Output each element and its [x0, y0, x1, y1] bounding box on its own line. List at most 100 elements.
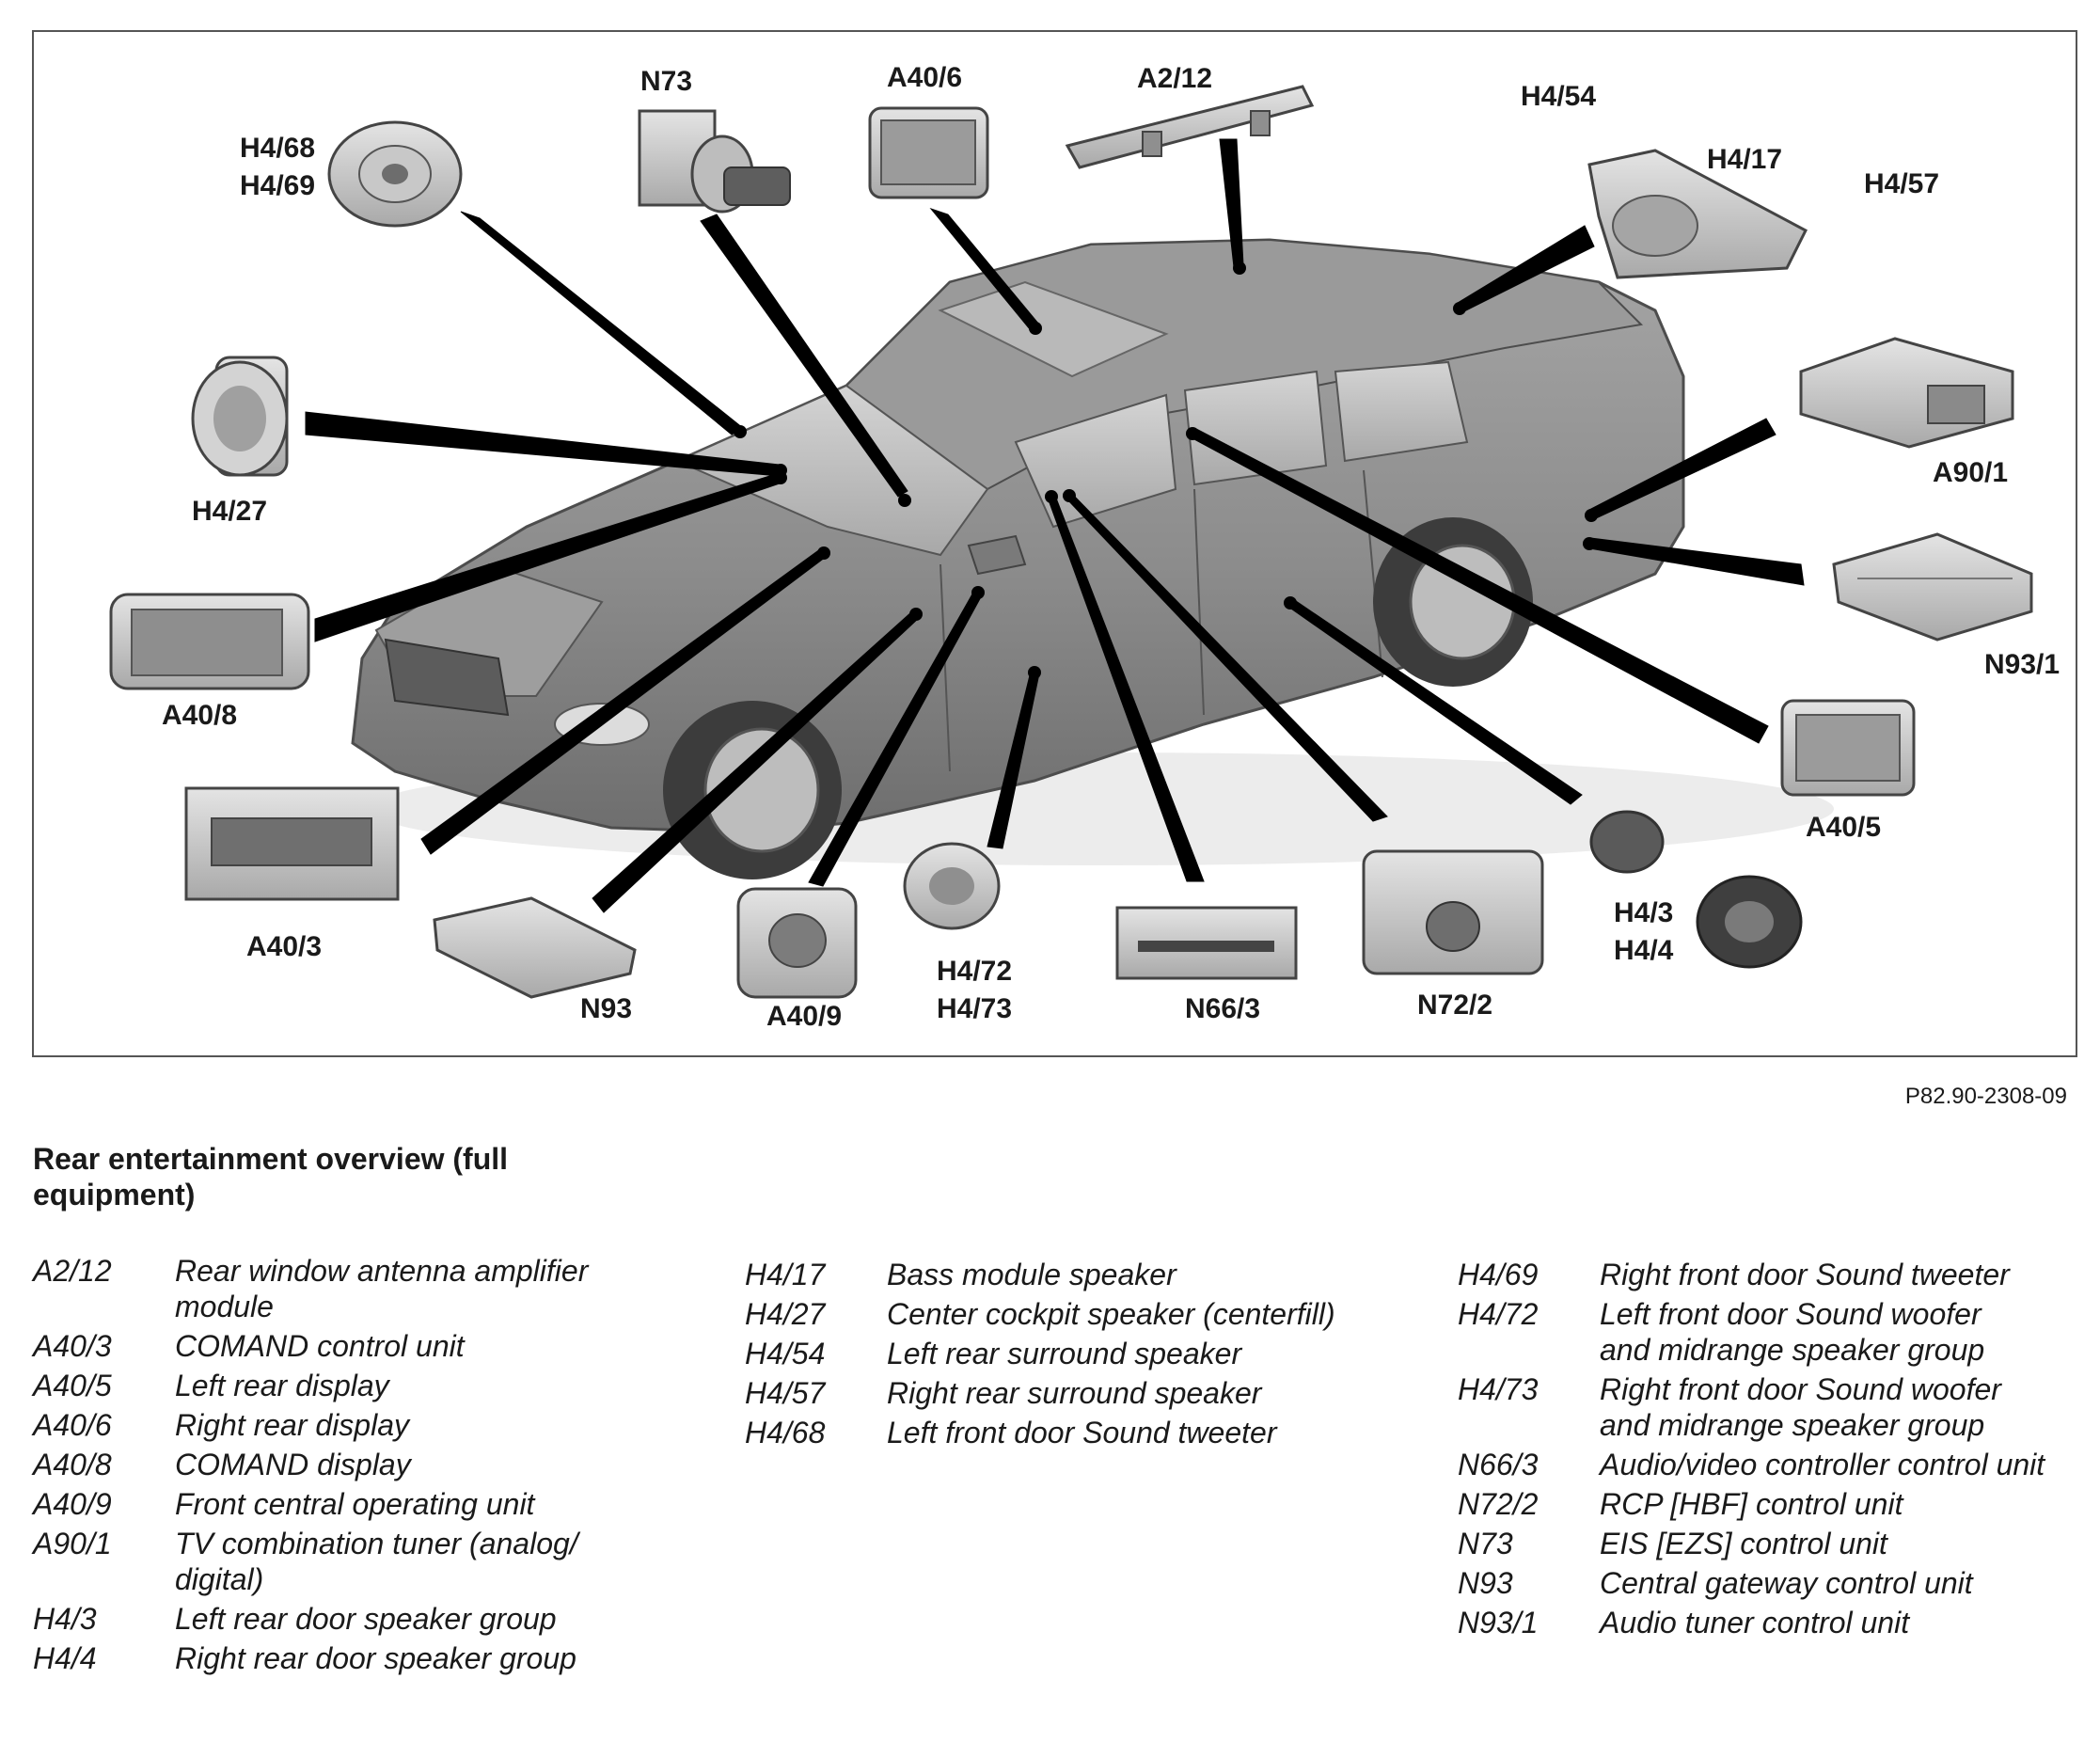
callout-h4-4: H4/4 — [1614, 935, 1674, 966]
legend-code: H4/57 — [745, 1376, 826, 1410]
legend-code: A40/8 — [33, 1448, 112, 1481]
tweeter-h4-68-h4-69-part — [327, 120, 463, 228]
legend-description: Left front door Sound tweeter — [887, 1416, 1277, 1449]
callout-a40-8: A40/8 — [162, 700, 237, 731]
legend-item: N72/2 RCP [HBF] control unit — [1458, 1486, 2069, 1522]
rear-display-a40-5-part — [1780, 699, 1916, 797]
legend-item: A40/3 COMAND control unit — [33, 1328, 691, 1364]
legend-description: Front central operating unit — [175, 1487, 535, 1521]
callout-h4-68: H4/68 — [240, 133, 315, 164]
callout-a40-3: A40/3 — [246, 931, 322, 962]
legend-description: TV combination tuner (analog/ digital) — [175, 1527, 578, 1596]
legend-description: Left rear surround speaker — [887, 1337, 1242, 1370]
legend-item: H4/4 Right rear door speaker group — [33, 1640, 691, 1676]
legend-item: A40/6 Right rear display — [33, 1407, 691, 1443]
legend-item: A40/8 COMAND display — [33, 1447, 691, 1482]
callout-a2-12: A2/12 — [1137, 63, 1212, 94]
bass-module-part — [1587, 149, 1808, 279]
comand-unit-a40-3-part — [184, 786, 400, 901]
legend-code: H4/73 — [1458, 1372, 1539, 1406]
legend-description: Left rear display — [175, 1369, 389, 1402]
legend-code: A40/3 — [33, 1329, 112, 1363]
callout-h4-69: H4/69 — [240, 170, 315, 201]
legend-item: A2/12 Rear window antenna amplifier modul… — [33, 1253, 691, 1324]
gateway-n93-part — [433, 896, 637, 999]
leader-lines — [305, 138, 1805, 913]
legend-description: COMAND control unit — [175, 1329, 465, 1363]
legend-description: Audio tuner control unit — [1600, 1606, 1910, 1639]
legend-description: Right rear display — [175, 1408, 409, 1442]
callout-h4-73: H4/73 — [937, 993, 1012, 1024]
rcp-n72-2-part — [1362, 849, 1544, 975]
callout-a40-9: A40/9 — [766, 1001, 842, 1032]
page-title: Rear entertainment overview (full equipm… — [33, 1142, 509, 1212]
callout-h4-27: H4/27 — [192, 496, 267, 527]
legend-code: H4/68 — [745, 1416, 826, 1449]
callout-a90-1: A90/1 — [1933, 457, 2008, 488]
legend-code: A90/1 — [33, 1527, 112, 1560]
antenna-amplifier-a2-12-part — [1065, 85, 1315, 169]
comand-display-a40-8-part — [109, 593, 310, 690]
legend-column-1: A2/12 Rear window antenna amplifier modul… — [33, 1253, 691, 1680]
legend-code: H4/72 — [1458, 1297, 1539, 1331]
legend-item: A40/5 Left rear display — [33, 1368, 691, 1403]
callout-h4-57: H4/57 — [1864, 168, 1939, 199]
legend-code: H4/69 — [1458, 1258, 1539, 1291]
legend-item: H4/72 Left front door Sound woofer and mi… — [1458, 1296, 2069, 1368]
legend-description: RCP [HBF] control unit — [1600, 1487, 1903, 1521]
legend-item: H4/73 Right front door Sound woofer and m… — [1458, 1371, 2069, 1443]
legend-item: H4/68 Left front door Sound tweeter — [745, 1415, 1403, 1450]
legend-description: Left rear door speaker group — [175, 1602, 557, 1636]
legend-code: H4/27 — [745, 1297, 826, 1331]
door-speaker-h4-3-h4-4-part — [1589, 810, 1803, 969]
callout-n93: N93 — [580, 993, 632, 1024]
operating-unit-a40-9-part — [736, 887, 858, 999]
legend-description: Right front door Sound woofer and midran… — [1600, 1372, 2001, 1442]
legend-description: COMAND display — [175, 1448, 411, 1481]
legend-code: N93/1 — [1458, 1606, 1539, 1639]
callout-n93-1: N93/1 — [1984, 649, 2060, 680]
callout-labels: H4/68 H4/69 N73 A40/6 A2/12 H4/54 H4/17 … — [162, 62, 2060, 1032]
legend-description: Center cockpit speaker (centerfill) — [887, 1297, 1335, 1331]
center-speaker-h4-27-part — [191, 356, 289, 477]
callout-a40-5: A40/5 — [1806, 812, 1881, 843]
callout-h4-72: H4/72 — [937, 956, 1012, 987]
av-controller-n66-3-part — [1115, 906, 1298, 980]
legend-item: N73 EIS [EZS] control unit — [1458, 1526, 2069, 1561]
legend-description: Right front door Sound tweeter — [1600, 1258, 2010, 1291]
legend-code: A40/5 — [33, 1369, 112, 1402]
legend-item: H4/3 Left rear door speaker group — [33, 1601, 691, 1637]
display-a40-6-part — [868, 106, 989, 199]
legend-item: A90/1 TV combination tuner (analog/ digit… — [33, 1526, 691, 1597]
legend-item: A40/9 Front central operating unit — [33, 1486, 691, 1522]
legend-description: EIS [EZS] control unit — [1600, 1527, 1887, 1560]
legend-code: A40/9 — [33, 1487, 112, 1521]
legend-description: Right rear door speaker group — [175, 1641, 576, 1675]
callout-h4-17: H4/17 — [1707, 144, 1782, 175]
legend-item: H4/27 Center cockpit speaker (centerfill) — [745, 1296, 1403, 1332]
legend-code: H4/4 — [33, 1641, 97, 1675]
legend-code: A2/12 — [33, 1254, 112, 1288]
legend-description: Left front door Sound woofer and midrang… — [1600, 1297, 1985, 1367]
component-diagram: H4/68 H4/69 N73 A40/6 A2/12 H4/54 H4/17 … — [32, 30, 2077, 1057]
woofer-h4-72-h4-73-part — [903, 842, 1001, 930]
legend-description: Audio/video controller control unit — [1600, 1448, 2045, 1481]
reference-code: P82.90-2308-09 — [1904, 1084, 2067, 1109]
legend-code: A40/6 — [33, 1408, 112, 1442]
legend-column-2: H4/17 Bass module speaker H4/27 Center coc… — [745, 1257, 1403, 1454]
legend-code: H4/3 — [33, 1602, 97, 1636]
legend-item: H4/17 Bass module speaker — [745, 1257, 1403, 1292]
legend-code: N73 — [1458, 1527, 1513, 1560]
legend-description: Bass module speaker — [887, 1258, 1176, 1291]
callout-h4-54: H4/54 — [1521, 81, 1596, 112]
legend-code: N72/2 — [1458, 1487, 1539, 1521]
audio-tuner-n93-1-part — [1832, 532, 2033, 641]
callout-n66-3: N66/3 — [1185, 993, 1260, 1024]
legend-description: Rear window antenna amplifier module — [175, 1254, 589, 1323]
ignition-n73-part — [638, 109, 791, 214]
legend-code: H4/17 — [745, 1258, 826, 1291]
